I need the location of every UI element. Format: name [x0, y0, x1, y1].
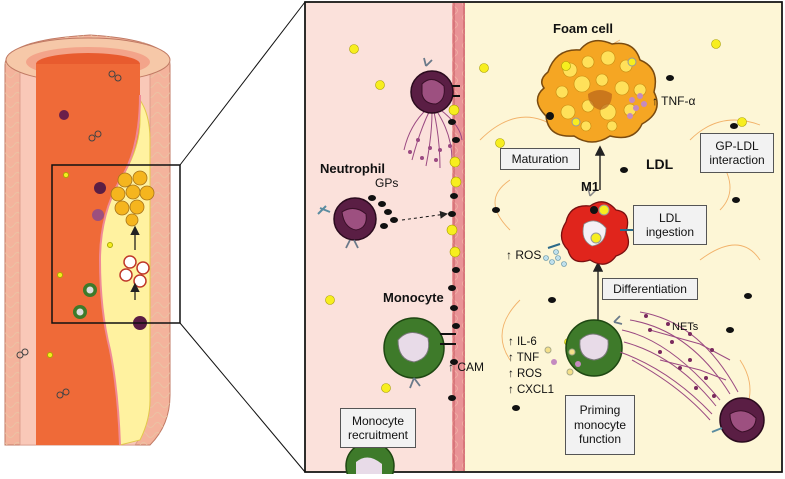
ldl-particle-icon [325, 39, 752, 411]
priming-box: Priming monocyte function [565, 395, 635, 455]
ldl-label: LDL [646, 156, 674, 172]
nets-label: NETs [672, 321, 699, 333]
monocyte-icon [565, 315, 623, 377]
tnf-alpha-label: ↑ TNF-α [652, 94, 696, 108]
maturation-box: Maturation [500, 148, 580, 170]
gps-label: GPs [375, 176, 399, 190]
detail-panel [304, 1, 783, 473]
artery-cross-section-icon [4, 34, 181, 446]
net-fibers-icon [619, 311, 765, 443]
m1-macrophage-icon [547, 187, 636, 265]
ros-label: ↑ ROS [508, 368, 542, 380]
gp-ldl-interaction-box: GP-LDL interaction [700, 133, 774, 173]
monocyte-icon [383, 317, 456, 389]
il6-label: ↑ IL-6 [508, 336, 537, 348]
monocyte-label: Monocyte [383, 290, 444, 305]
ros-m1-label: ↑ ROS [506, 248, 542, 262]
zoom-line-top [179, 1, 306, 166]
tnf-alpha-dots [627, 93, 647, 119]
ldl-ingestion-box: LDL ingestion [633, 205, 707, 245]
cxcl1-label: ↑ CXCL1 [508, 384, 555, 396]
monocyte-recruitment-box: Monocyte recruitment [340, 408, 416, 448]
foam-cell-label: Foam cell [553, 21, 613, 36]
monocyte-icon [345, 441, 395, 479]
tnf-label: ↑ TNF [508, 352, 540, 364]
differentiation-box: Differentiation [602, 278, 698, 300]
neutrophil-label: Neutrophil [320, 161, 385, 176]
ros-bubbles [543, 249, 567, 267]
gp-arrow [401, 210, 448, 221]
m1-label: M1 [581, 179, 600, 194]
zoom-line-bottom [179, 322, 306, 473]
neutrophil-icon [403, 57, 463, 169]
cytokine-dots [544, 346, 557, 365]
neutrophil-icon [317, 197, 377, 249]
gp-particles [368, 195, 398, 229]
cam-label: ↑ CAM [448, 360, 484, 374]
